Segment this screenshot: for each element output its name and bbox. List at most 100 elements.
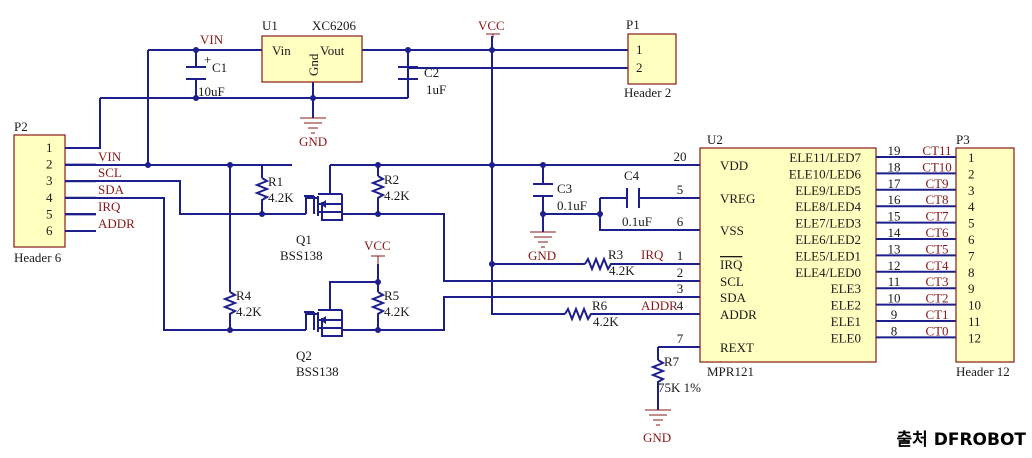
junction-dot bbox=[227, 327, 233, 333]
r5-ref: R5 bbox=[384, 288, 399, 303]
r7-resistor: R7 75K 1% GND bbox=[643, 354, 701, 445]
u2-pin-name-irq: IRQ bbox=[720, 257, 743, 272]
r4-resistor: R4 4.2K bbox=[222, 288, 262, 319]
c1-ref: C1 bbox=[212, 60, 227, 75]
junction-dot bbox=[193, 47, 199, 53]
p2-body bbox=[13, 134, 66, 248]
c3-plates bbox=[533, 183, 553, 197]
scl-low-wire bbox=[65, 180, 306, 215]
u2-pin-name-sda: SDA bbox=[720, 290, 747, 305]
c1-value: 10uF bbox=[198, 84, 225, 99]
p3-pin-7: 7 bbox=[968, 248, 975, 263]
u2-pin-num-7: 7 bbox=[677, 331, 684, 346]
u2-pin-num-6: 6 bbox=[677, 214, 684, 229]
c1-polarity: + bbox=[204, 52, 211, 67]
r1-value: 4.2K bbox=[268, 190, 294, 205]
r6-resistor: R6 4.2K ADDR bbox=[564, 298, 678, 329]
r5-value: 4.2K bbox=[384, 304, 410, 319]
u2-pin-num-19: 19 bbox=[888, 143, 901, 158]
junction-dot bbox=[540, 162, 546, 168]
u2-pin-num-4: 4 bbox=[677, 298, 684, 313]
u2-pin-name-addr: ADDR bbox=[720, 307, 757, 322]
c4-value: 0.1uF bbox=[622, 214, 652, 229]
u2-pin-num-12: 12 bbox=[888, 258, 901, 273]
net-label-ct2: CT2 bbox=[925, 291, 948, 306]
net-label-ct4: CT4 bbox=[925, 258, 949, 273]
p3-name: Header 12 bbox=[956, 364, 1010, 379]
q2-gate-wire bbox=[329, 264, 379, 298]
junction-dot bbox=[193, 95, 199, 101]
p2-net-sda: SDA bbox=[98, 182, 125, 197]
vcc-top-symbol bbox=[486, 33, 500, 38]
q2-mosfet: Q2 BSS138 bbox=[296, 298, 346, 379]
u2-part: MPR121 bbox=[707, 364, 754, 379]
p1-pin-2: 2 bbox=[636, 60, 643, 75]
p3-ref: P3 bbox=[956, 132, 970, 147]
p2-pin-5: 5 bbox=[46, 206, 53, 221]
gnd-label-c3: GND bbox=[528, 248, 556, 263]
c1-plates bbox=[186, 66, 206, 80]
net-label-ct11: CT11 bbox=[922, 143, 951, 158]
u2-pin-name-ele: ELE2 bbox=[831, 298, 861, 313]
gnd-label-u1: GND bbox=[299, 134, 327, 149]
p2-net-addr: ADDR bbox=[98, 216, 135, 231]
gnd-symbol-u1-lines bbox=[300, 117, 326, 134]
junction-dot bbox=[259, 211, 265, 217]
net-label-ct9: CT9 bbox=[925, 176, 948, 191]
p1-header: P1 1 2 Header 2 bbox=[624, 17, 677, 100]
u2-pin-name-ele: ELE4/LED0 bbox=[795, 265, 861, 280]
r7-ref: R7 bbox=[664, 354, 680, 369]
u2-pin-name-ele: ELE1 bbox=[831, 314, 861, 329]
u2-pin-num-18: 18 bbox=[888, 159, 901, 174]
r6-body bbox=[564, 306, 593, 322]
r5-body bbox=[370, 291, 386, 318]
u1-ref: U1 bbox=[262, 18, 278, 33]
u1-pin-in: Vin bbox=[272, 43, 291, 58]
u2-pin-name-ele: ELE10/LED6 bbox=[789, 166, 862, 181]
net-label-ct1: CT1 bbox=[925, 307, 948, 322]
p3-pin-11: 11 bbox=[968, 314, 981, 329]
junction-dot bbox=[375, 279, 381, 285]
c3-value: 0.1uF bbox=[557, 198, 587, 213]
junction-dot bbox=[489, 47, 495, 53]
u2-pin-num-14: 14 bbox=[888, 225, 902, 240]
junction-dot bbox=[145, 162, 151, 168]
p3-pin-10: 10 bbox=[968, 298, 981, 313]
p1-name: Header 2 bbox=[624, 85, 671, 100]
p2-pin1-wire bbox=[65, 98, 101, 149]
q1-part: BSS138 bbox=[280, 248, 323, 263]
scl-high-wire bbox=[346, 213, 700, 282]
r7-body bbox=[650, 359, 666, 388]
c4-ref: C4 bbox=[624, 168, 640, 183]
u2-pin-num-15: 15 bbox=[888, 209, 901, 224]
p1-body bbox=[627, 33, 677, 85]
u2-pin-num-5: 5 bbox=[677, 182, 684, 197]
u2-pin-name-ele: ELE7/LED3 bbox=[795, 216, 861, 231]
u2-pin-num-10: 10 bbox=[888, 291, 901, 306]
u2-pin-name-ele: ELE9/LED5 bbox=[795, 183, 861, 198]
sda-low-wire bbox=[65, 197, 306, 331]
u2-pin-name-vdd: VDD bbox=[720, 158, 748, 173]
u1-regulator: U1 XC6206 Vin Vout Gnd bbox=[261, 18, 363, 83]
u1-pin-out: Vout bbox=[320, 43, 345, 58]
net-label-vin-top: VIN bbox=[200, 32, 224, 47]
q1-arrow-icon bbox=[320, 200, 326, 208]
u2-net-irq: IRQ bbox=[641, 247, 664, 262]
u1-pin-gnd: Gnd bbox=[306, 53, 321, 76]
u2-pin-num-20: 20 bbox=[674, 149, 687, 164]
r4-value: 4.2K bbox=[236, 304, 262, 319]
u1-part: XC6206 bbox=[312, 18, 357, 33]
r2-ref: R2 bbox=[384, 172, 399, 187]
u2-pin-num-17: 17 bbox=[888, 176, 902, 191]
junction-dot bbox=[227, 162, 233, 168]
c2-capacitor: C2 1uF bbox=[398, 65, 446, 97]
u2-pin-name-vss: VSS bbox=[720, 223, 744, 238]
u2-pin-num-11: 11 bbox=[888, 274, 901, 289]
junction-dot bbox=[405, 47, 411, 53]
p3-pin-2: 2 bbox=[968, 166, 975, 181]
r3-resistor: R3 4.2K IRQ bbox=[584, 247, 664, 278]
p3-pin-12: 12 bbox=[968, 330, 981, 345]
